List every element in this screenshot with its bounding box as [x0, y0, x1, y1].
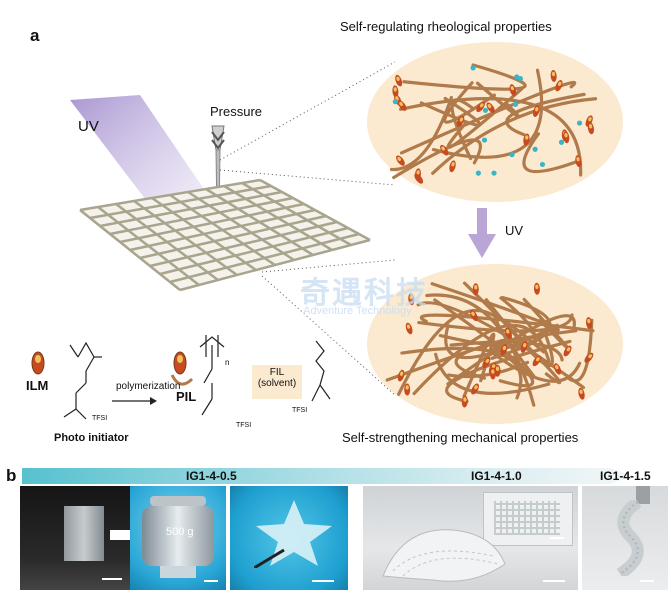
watermark-en: Adventure Technology — [303, 305, 412, 317]
bottom-network-title: Self-strengthening mechanical properties — [342, 430, 579, 445]
uv-arrow-down — [468, 208, 496, 258]
photo-weight: 500 g — [130, 486, 226, 590]
panel-a-label: a — [30, 26, 40, 45]
top-network-title: Self-regulating rheological properties — [340, 19, 552, 34]
group-banner — [22, 468, 634, 484]
printed-lattice-graphic — [79, 178, 371, 292]
photo-star — [230, 486, 348, 590]
fil-label-line1: FIL — [269, 367, 285, 378]
bottom-network-blob — [367, 264, 623, 424]
photo-mesh — [363, 486, 578, 590]
panel-b-label: b — [6, 466, 17, 485]
arrow-uv-label: UV — [505, 223, 524, 238]
photo-initiator-label: Photo initiator — [54, 432, 129, 444]
subscript-n: n — [225, 358, 230, 367]
tfsi-label-pil: TFSI — [236, 422, 252, 429]
pressure-label: Pressure — [210, 104, 263, 119]
group-label-2: IG1-4-1.0 — [471, 469, 522, 483]
watermark-cn: 奇遇科技 — [300, 277, 428, 310]
weight-label: 500 g — [166, 526, 194, 538]
fil-label: FIL (solvent) — [252, 367, 302, 389]
pil-label: PIL — [176, 389, 197, 404]
uv-label: UV — [78, 118, 99, 135]
fil-label-line2: (solvent) — [257, 378, 297, 389]
group-label-3: IG1-4-1.5 — [600, 469, 651, 483]
top-network-blob — [367, 42, 623, 202]
polymerization-label: polymerization — [116, 381, 181, 392]
group-label-1: IG1-4-0.5 — [186, 469, 237, 483]
chemistry-scheme — [31, 335, 331, 420]
photo-twisted-strip — [582, 486, 668, 590]
tfsi-label-fil: TFSI — [292, 407, 308, 414]
ilm-label: ILM — [26, 378, 49, 393]
tfsi-label-ilm: TFSI — [92, 415, 108, 422]
